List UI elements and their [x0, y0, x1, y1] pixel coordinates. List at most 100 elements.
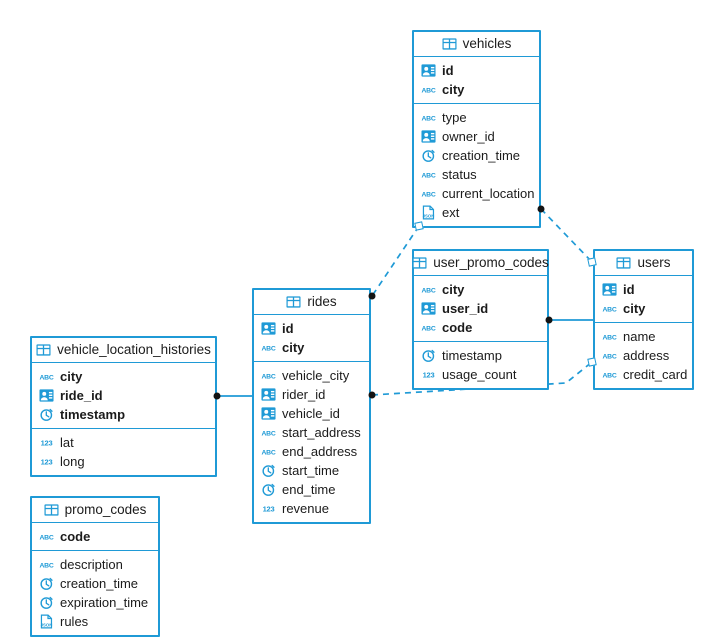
uuid-icon	[261, 406, 276, 421]
clock-icon	[421, 148, 436, 163]
table-header[interactable]: promo_codes	[32, 498, 158, 523]
uuid-icon	[261, 387, 276, 402]
123-icon: 123	[39, 454, 54, 469]
abc-icon: ABC	[421, 82, 436, 97]
field-row[interactable]: ABC vehicle_city	[254, 366, 369, 385]
svg-text:JSON: JSON	[423, 213, 435, 218]
field-row[interactable]: id	[414, 61, 539, 80]
field-row[interactable]: end_time	[254, 480, 369, 499]
json-icon: JSON	[39, 614, 54, 629]
field-row[interactable]: timestamp	[414, 346, 547, 365]
table-header[interactable]: vehicle_location_histories	[32, 338, 215, 363]
field-name: creation_time	[60, 576, 139, 591]
abc-icon: ABC	[39, 369, 54, 384]
table-header[interactable]: vehicles	[414, 32, 539, 57]
field-row[interactable]: JSON rules	[32, 612, 158, 631]
field-row[interactable]: ride_id	[32, 386, 215, 405]
field-name: vehicle_city	[282, 368, 350, 383]
field-name: lat	[60, 435, 74, 450]
clock-icon	[261, 463, 276, 478]
table-title: vehicle_location_histories	[57, 342, 211, 358]
field-name: ext	[442, 205, 460, 220]
table-title: users	[637, 255, 671, 271]
field-name: vehicle_id	[282, 406, 340, 421]
field-row[interactable]: user_id	[414, 299, 547, 318]
svg-text:ABC: ABC	[39, 374, 53, 381]
svg-text:ABC: ABC	[261, 373, 275, 380]
svg-text:ABC: ABC	[261, 449, 275, 456]
field-row[interactable]: creation_time	[32, 574, 158, 593]
field-name: status	[442, 167, 477, 182]
field-row[interactable]: owner_id	[414, 127, 539, 146]
field-row[interactable]: id	[254, 319, 369, 338]
clock-icon	[39, 407, 54, 422]
svg-text:ABC: ABC	[39, 562, 53, 569]
field-row[interactable]: ABC address	[595, 346, 692, 365]
field-row[interactable]: expiration_time	[32, 593, 158, 612]
table-header[interactable]: users	[595, 251, 692, 276]
field-row[interactable]: id	[595, 280, 692, 299]
field-name: city	[623, 301, 646, 316]
field-row[interactable]: timestamp	[32, 405, 215, 424]
json-icon: JSON	[421, 205, 436, 220]
field-row[interactable]: creation_time	[414, 146, 539, 165]
svg-text:ABC: ABC	[39, 534, 53, 541]
relationship-endpoint-dot	[537, 205, 545, 213]
field-name: id	[442, 63, 454, 78]
field-name: rules	[60, 614, 89, 629]
field-name: current_location	[442, 186, 535, 201]
field-name: creation_time	[442, 148, 521, 163]
uuid-icon	[421, 301, 436, 316]
clock-icon	[39, 595, 54, 610]
table-grid-icon	[286, 296, 301, 308]
field-name: address	[623, 348, 670, 363]
table-header[interactable]: user_promo_codes	[412, 251, 549, 276]
relationship-endpoint-dot	[545, 316, 553, 324]
svg-text:ABC: ABC	[421, 87, 435, 94]
field-row[interactable]: vehicle_id	[254, 404, 369, 423]
field-row[interactable]: rider_id	[254, 385, 369, 404]
svg-text:ABC: ABC	[421, 325, 435, 332]
field-row[interactable]: JSON ext	[414, 203, 539, 222]
field-name: rider_id	[282, 387, 326, 402]
field-row[interactable]: start_time	[254, 461, 369, 480]
abc-icon: ABC	[421, 282, 436, 297]
uuid-icon	[421, 129, 436, 144]
relationship-endpoint-square	[414, 221, 424, 231]
field-name: city	[282, 340, 305, 355]
relationship-endpoint-dot	[368, 391, 376, 399]
abc-icon: ABC	[602, 348, 617, 363]
table-header[interactable]: rides	[254, 290, 369, 315]
field-name: end_time	[282, 482, 336, 497]
